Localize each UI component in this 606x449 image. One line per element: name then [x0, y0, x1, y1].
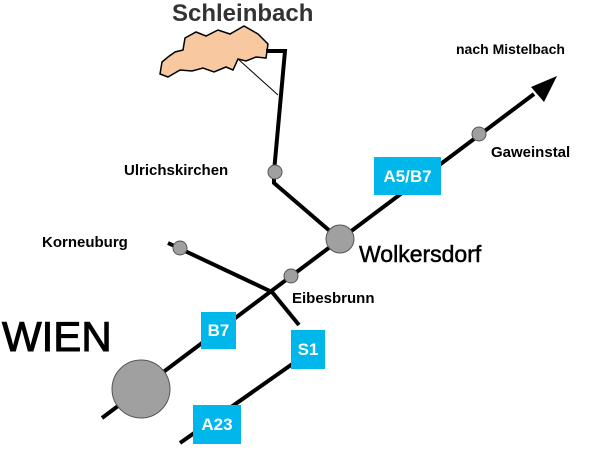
road-a5-b7-line	[100, 92, 536, 420]
circle-marker-icon	[172, 240, 188, 256]
place-label-schleinbach: Schleinbach	[172, 0, 314, 27]
place-label-eibesbrunn: Eibesbrunn	[292, 290, 375, 307]
place-label-wolkersdorf: Wolkersdorf	[359, 241, 482, 267]
circle-marker-icon	[111, 359, 171, 419]
place-label-korneuburg: Korneuburg	[42, 234, 128, 251]
circle-marker-icon	[267, 164, 283, 180]
circle-marker-icon	[325, 224, 355, 254]
circle-marker-icon	[283, 268, 299, 284]
area-connector	[237, 58, 279, 96]
place-label-ulrichskirchen: Ulrichskirchen	[124, 162, 229, 179]
road-s1-line	[270, 290, 301, 327]
road-badge-b7: B7	[201, 312, 236, 349]
road-badge-a23: A23	[193, 405, 241, 444]
circle-marker-icon	[471, 126, 487, 142]
road-schleinbach-wolkersdorf	[266, 49, 340, 240]
place-label-gaweinstal: Gaweinstal	[491, 144, 571, 161]
arrow-icon	[531, 76, 557, 102]
destination-label: nach Mistelbach	[456, 41, 565, 57]
road-badge-a5-b7: A5/B7	[374, 157, 441, 195]
road-badge-s1: S1	[291, 330, 325, 369]
place-label-wien: WIEN	[2, 313, 113, 360]
schleinbach-area	[159, 25, 269, 78]
